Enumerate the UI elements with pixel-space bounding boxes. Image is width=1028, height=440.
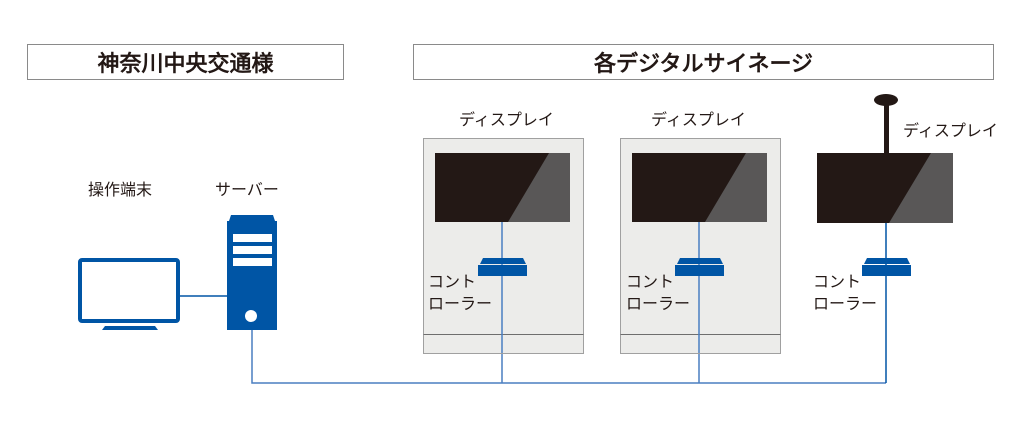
hanging-display	[817, 94, 953, 223]
controller-label-2b: ローラー	[626, 294, 691, 313]
display-label-2: ディスプレイ	[651, 110, 746, 129]
controller-icon-2	[675, 258, 724, 276]
controller-label-3a: コント	[813, 272, 862, 291]
controller-label-1a: コント	[428, 272, 477, 291]
server-icon	[227, 215, 277, 330]
controller-icon-3	[862, 258, 911, 276]
controller-label-1b: ローラー	[428, 294, 493, 313]
controller-label-2a: コント	[626, 272, 675, 291]
terminal-label: 操作端末	[88, 180, 153, 199]
kiosk-display-1	[423, 138, 584, 354]
signage-title: 各デジタルサイネージ	[413, 44, 994, 80]
client-title: 神奈川中央交通様	[27, 44, 344, 80]
controller-label-3b: ローラー	[813, 294, 878, 313]
monitor-icon	[78, 258, 180, 330]
controller-icon-1	[478, 258, 527, 276]
server-label: サーバー	[215, 180, 279, 199]
display-label-1: ディスプレイ	[459, 110, 554, 129]
display-label-3: ディスプレイ	[903, 121, 998, 140]
kiosk-display-2	[620, 138, 781, 354]
